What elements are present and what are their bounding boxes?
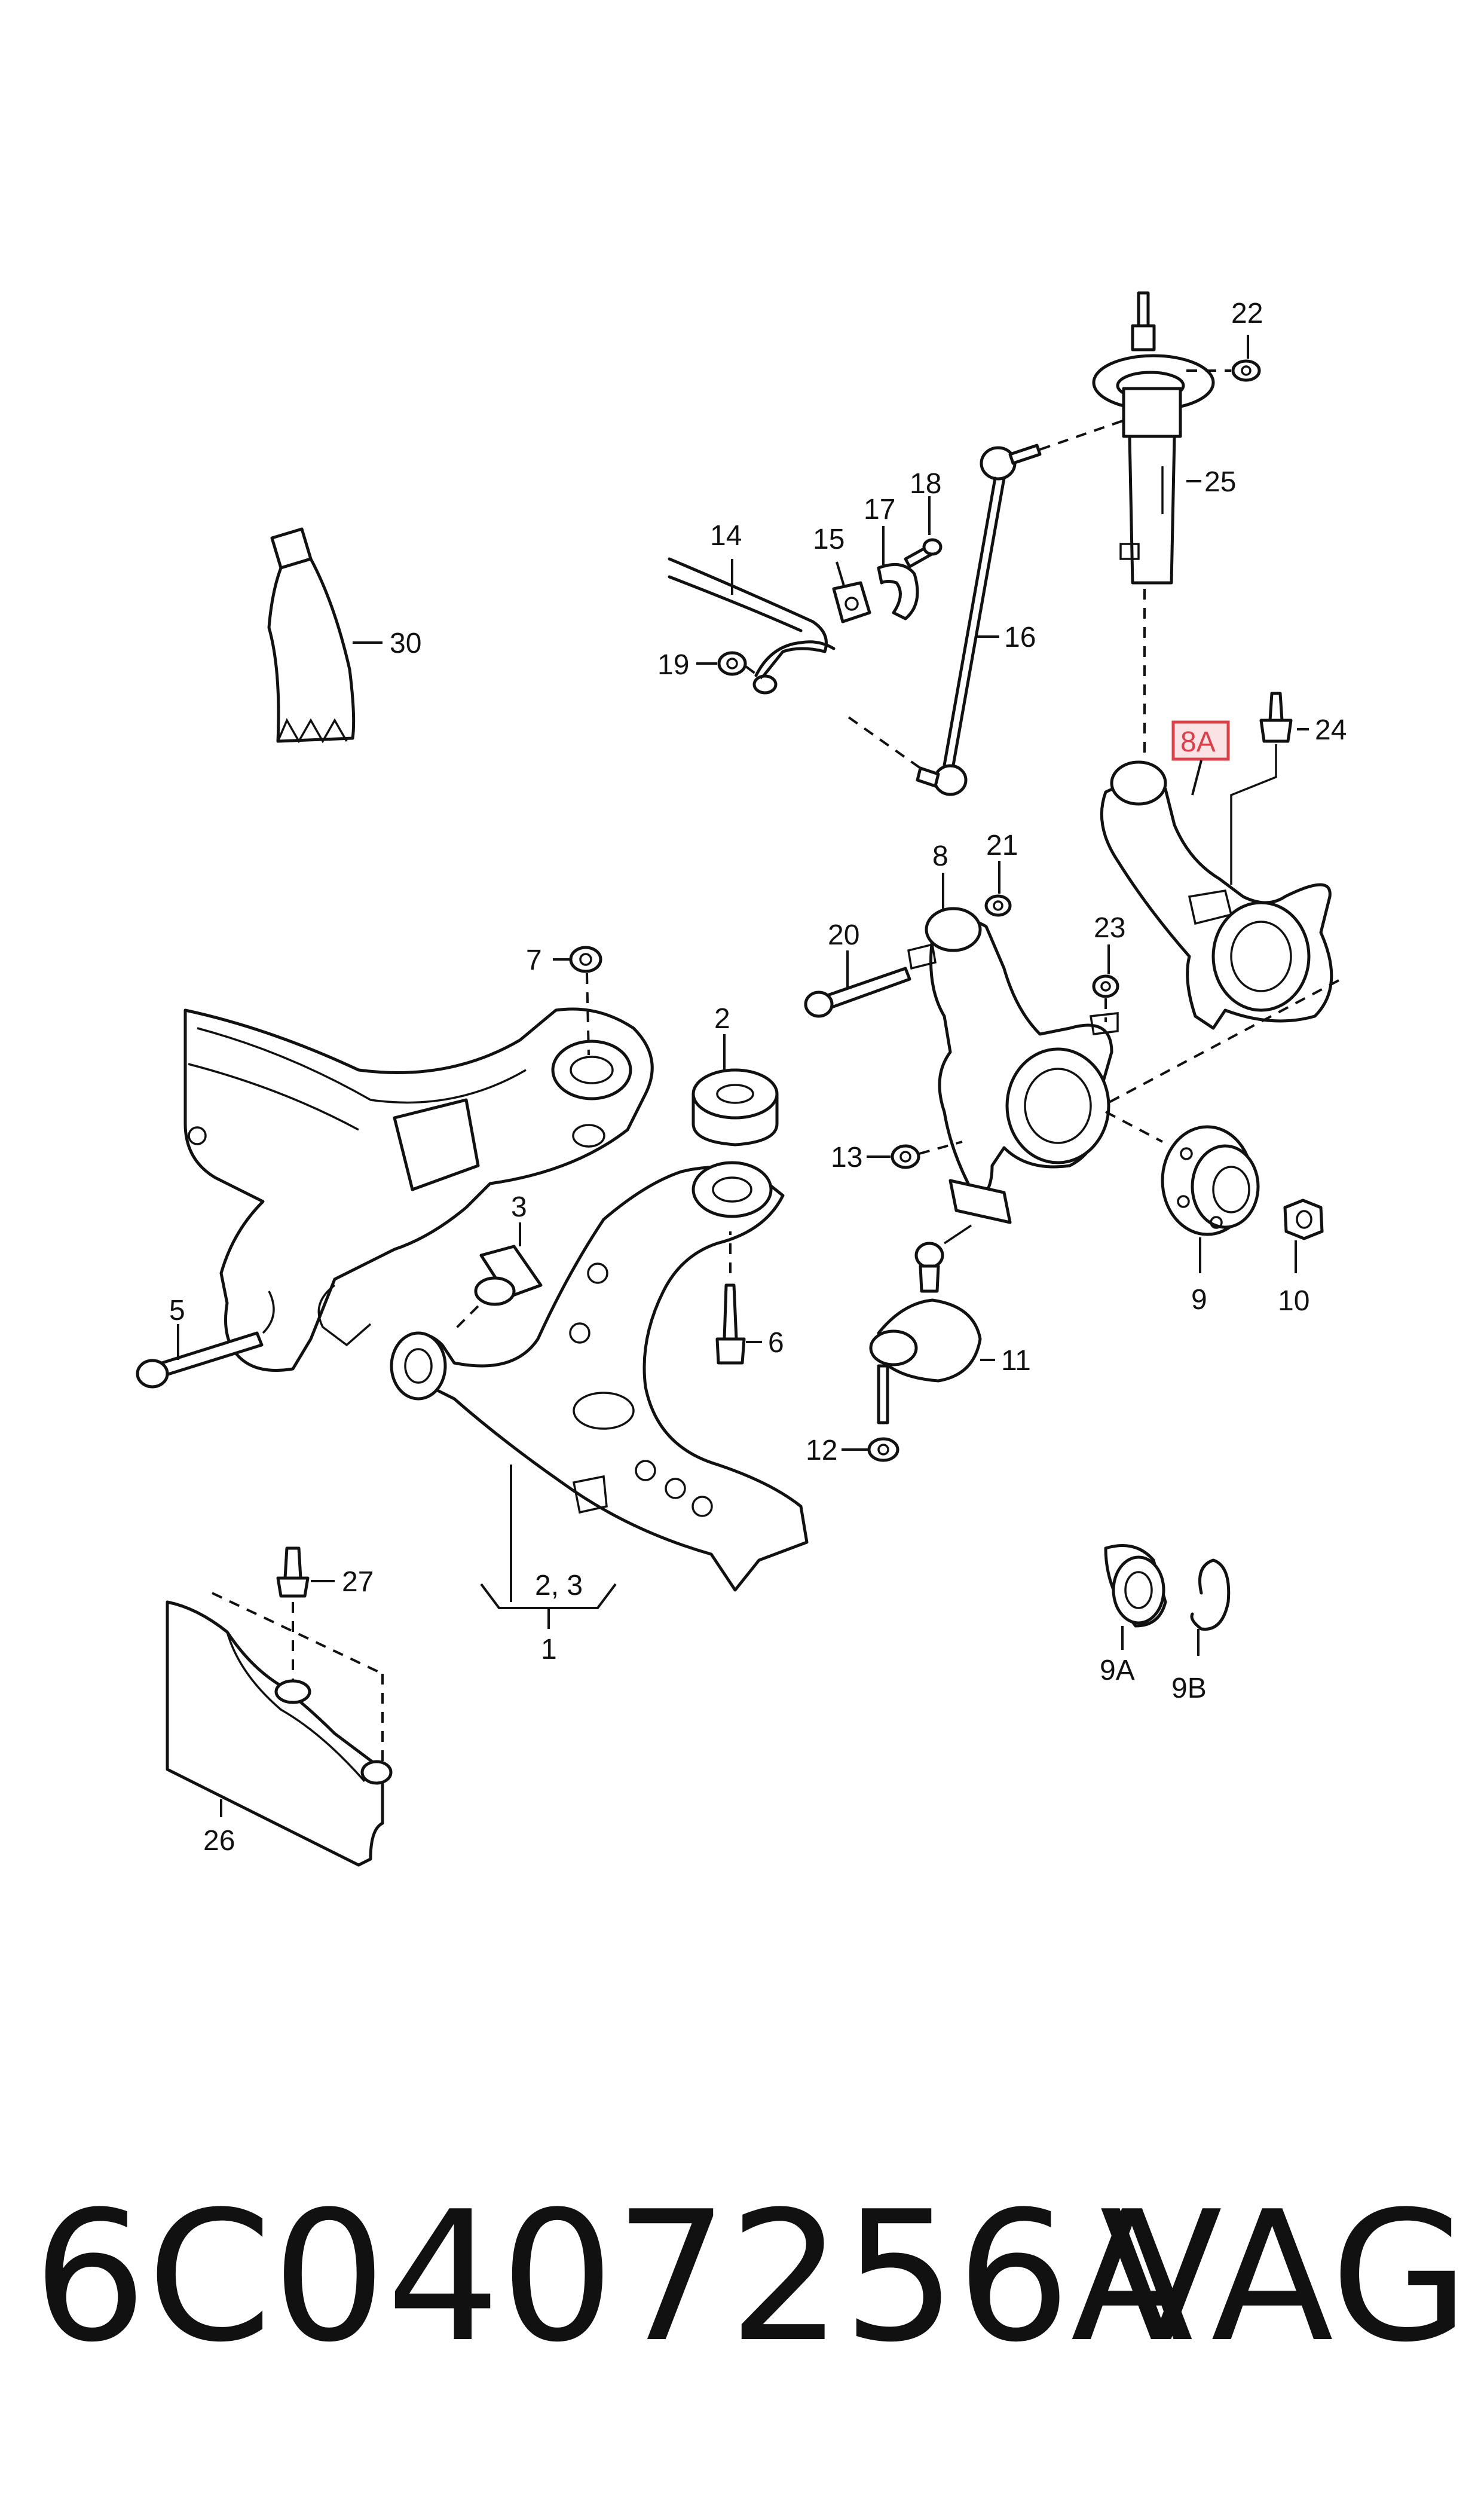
- part-27-bolt[interactable]: [276, 1546, 310, 1598]
- label-22: 22: [1231, 298, 1263, 329]
- part-25-strut[interactable]: [1092, 291, 1215, 585]
- label-9a: 9A: [1100, 1655, 1135, 1686]
- label-10: 10: [1278, 1285, 1309, 1317]
- part-3-bush[interactable]: [474, 1245, 543, 1306]
- part-19-nut[interactable]: [717, 651, 747, 676]
- part-15-bush[interactable]: [832, 581, 871, 623]
- highlight-8a-box: [1171, 720, 1230, 761]
- label-23: 23: [1094, 912, 1125, 944]
- part-subframe[interactable]: [183, 1007, 654, 1372]
- part-11-ball-joint[interactable]: [869, 1242, 982, 1424]
- label-25: 25: [1204, 466, 1236, 498]
- label-15: 15: [813, 524, 844, 555]
- label-6: 6: [768, 1327, 784, 1359]
- part-23-nut[interactable]: [1092, 974, 1119, 998]
- footer-brand: VAG: [1100, 2173, 1470, 2382]
- label-8a: 8A: [1180, 726, 1216, 758]
- label-9: 9: [1191, 1284, 1207, 1316]
- part-26-cover-plate[interactable]: [166, 1600, 393, 1867]
- part-5-bolt[interactable]: [136, 1331, 264, 1389]
- label-5: 5: [169, 1295, 185, 1326]
- footer-part-number: 6C0407256A: [33, 2173, 1194, 2382]
- label-18: 18: [910, 468, 941, 500]
- label-7: 7: [526, 944, 542, 976]
- label-26: 26: [203, 1825, 235, 1857]
- part-1-control-arm[interactable]: [390, 1161, 809, 1592]
- part-22-nut[interactable]: [1231, 359, 1261, 382]
- part-8a-wheel-bearing-housing[interactable]: [1100, 760, 1333, 1030]
- label-19: 19: [657, 649, 689, 681]
- label-3: 3: [511, 1191, 527, 1223]
- part-20-bolt[interactable]: [804, 967, 911, 1018]
- part-24-bolt[interactable]: [1259, 692, 1293, 743]
- label-2-3: 2, 3: [535, 1570, 583, 1601]
- part-10-hub-nut[interactable]: [1283, 1199, 1324, 1240]
- part-7-nut[interactable]: [569, 946, 602, 973]
- part-6-bolt[interactable]: [715, 1283, 746, 1365]
- label-21: 21: [986, 830, 1018, 861]
- label-14: 14: [710, 520, 742, 552]
- part-30-grease-tube[interactable]: [267, 527, 356, 744]
- part-13-nut[interactable]: [891, 1144, 920, 1169]
- label-1: 1: [541, 1634, 557, 1665]
- label-30: 30: [390, 628, 421, 659]
- label-24: 24: [1315, 714, 1347, 746]
- part-12-nut[interactable]: [867, 1437, 899, 1462]
- label-9b: 9B: [1171, 1673, 1207, 1704]
- label-11: 11: [1001, 1345, 1031, 1377]
- label-12: 12: [806, 1435, 837, 1466]
- part-21-nut[interactable]: [984, 894, 1012, 917]
- label-17: 17: [864, 494, 895, 525]
- part-9a-wheel-bearing[interactable]: [1104, 1544, 1167, 1628]
- part-8-wheel-hub-carrier[interactable]: [907, 907, 1119, 1224]
- part-16-coupling-rod[interactable]: [916, 444, 1042, 796]
- part-18-bolt[interactable]: [904, 538, 943, 568]
- part-2-bush[interactable]: [691, 1068, 779, 1147]
- label-8: 8: [932, 840, 948, 872]
- part-14-stabiliser-bar[interactable]: [668, 557, 836, 695]
- part-9-wheel-hub[interactable]: [1161, 1125, 1260, 1236]
- label-13: 13: [831, 1142, 862, 1173]
- part-9b-circlip[interactable]: [1190, 1558, 1231, 1631]
- label-27: 27: [342, 1566, 374, 1598]
- part-17-bracket[interactable]: [877, 562, 919, 620]
- label-20: 20: [828, 919, 859, 951]
- label-16: 16: [1004, 622, 1036, 653]
- label-2: 2: [714, 1003, 730, 1035]
